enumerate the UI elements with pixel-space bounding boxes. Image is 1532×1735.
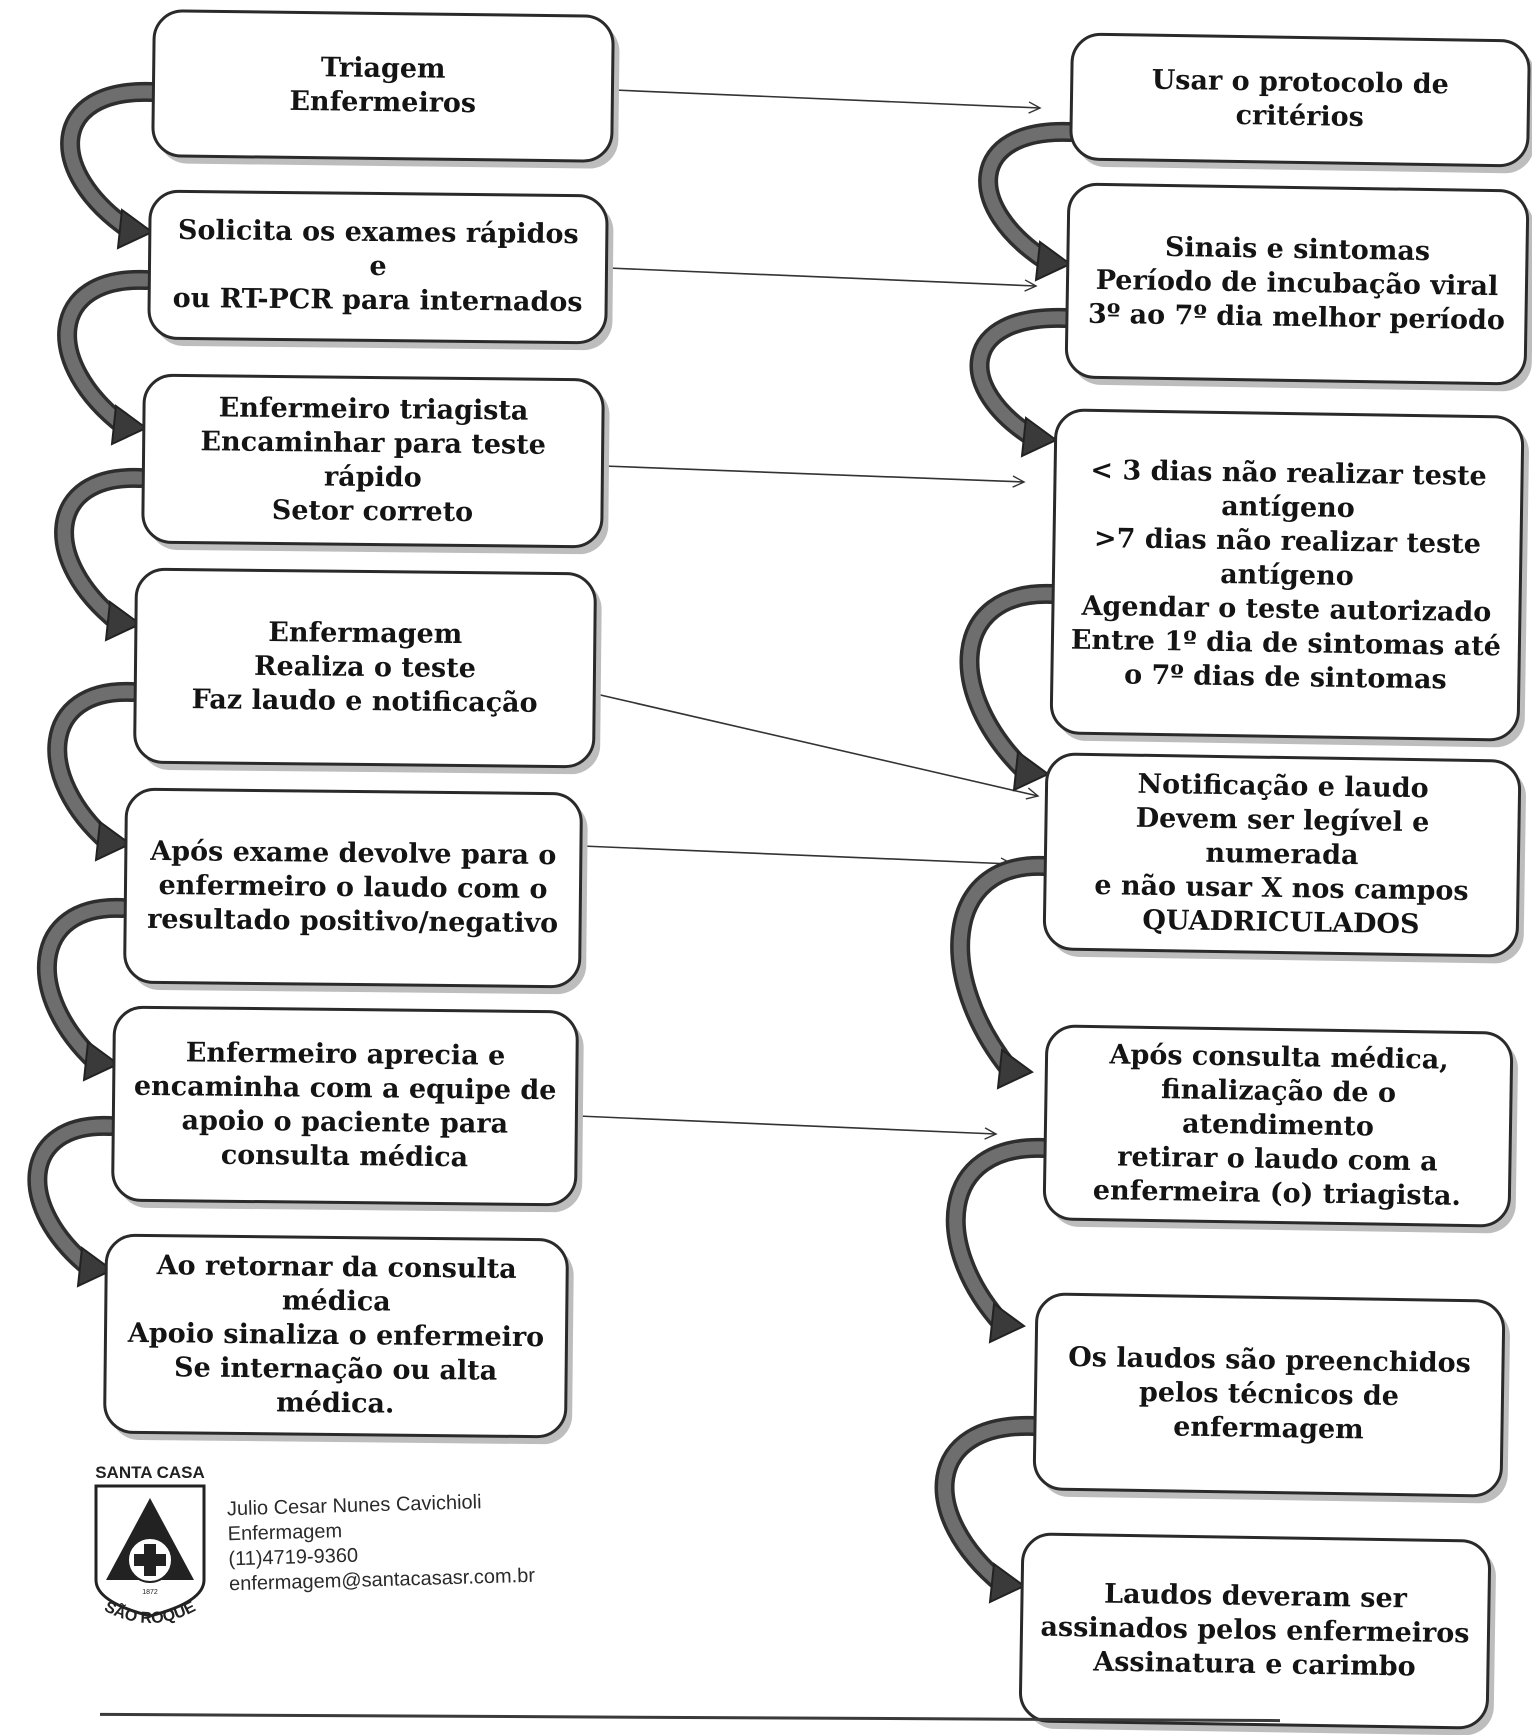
box-line: Realiza o teste: [253, 650, 477, 685]
santa-casa-logo: SANTA CASA 1872 SÃO ROQUE: [94, 1463, 206, 1627]
left-flow-arrow-1: [60, 81, 162, 250]
connector-arrow-1: [613, 89, 1040, 108]
left-flow-arrow-6: [27, 1115, 120, 1288]
left-flow-arrow-3: [54, 467, 150, 642]
box-line: Devem ser legível e numerada: [1135, 802, 1430, 872]
box-line: retirar o laudo com a: [1117, 1141, 1438, 1178]
box-line: Apoio sinaliza o enfermeiro: [127, 1317, 545, 1354]
box-line: Enfermeiro aprecia e: [185, 1037, 506, 1072]
box-line: ou RT-PCR para internados: [172, 282, 583, 319]
connector-arrow-3: [603, 465, 1024, 482]
right-flow-arrow-6: [934, 1415, 1044, 1604]
box-line: resultado positivo/negativo: [146, 903, 559, 940]
right-flow-arrow-1: [978, 121, 1080, 282]
contact-block: Julio Cesar Nunes Cavichioli Enfermagem …: [227, 1487, 610, 1598]
box-line: Triagem: [320, 52, 446, 85]
box-line: encaminha com a equipe de: [133, 1070, 557, 1107]
box-line: Solicita os exames rápidos e: [177, 214, 579, 283]
box-line: Ao retornar da consulta: [156, 1250, 517, 1285]
box-line: Após consulta médica,: [1109, 1039, 1449, 1076]
box-line: < 3 dias não realizar teste: [1090, 454, 1487, 493]
box-line: finalização de o atendimento: [1160, 1074, 1397, 1143]
box-line: Faz laudo e notificação: [191, 684, 538, 719]
connector-arrow-5: [581, 845, 1012, 864]
connector-arrow-6: [577, 1115, 996, 1134]
right-flow-arrow-3: [959, 583, 1062, 792]
box-line: Encaminhar para teste rápido: [200, 426, 547, 494]
right-flow-arrow-5: [945, 1137, 1054, 1344]
box-line: Após exame devolve para o: [150, 835, 557, 872]
box-line: 3º ao 7º dia melhor período: [1087, 298, 1506, 337]
box-line: Sinais e sintomas: [1164, 231, 1431, 268]
box-line: Assinatura e carimbo: [1093, 1646, 1416, 1683]
box-line: >7 dias não realizar teste: [1093, 522, 1482, 561]
left-flow-arrow-4: [47, 681, 142, 862]
connector-arrow-4: [595, 693, 1038, 796]
box-usar-protocolo: Usar o protocolo de critérios: [1069, 32, 1531, 168]
box-line: Se internação ou alta médica.: [173, 1352, 498, 1420]
box-line: antígeno: [1221, 490, 1356, 525]
box-line: Enfermagem: [268, 616, 463, 651]
cross-icon: [134, 1544, 166, 1576]
box-line: médica: [281, 1285, 391, 1318]
box-line: enfermeira (o) triagista.: [1092, 1175, 1462, 1212]
logo-year: 1872: [142, 1589, 158, 1596]
box-line: Notificação e laudo: [1137, 768, 1429, 805]
box-line: Enfermeiros: [289, 85, 477, 120]
box-line: apoio o paciente para: [181, 1105, 509, 1140]
left-flow-arrow-5: [37, 897, 132, 1082]
box-line: Setor correto: [271, 494, 474, 529]
connector-arrow-2: [607, 267, 1036, 286]
logo-top-text: SANTA CASA: [95, 1463, 205, 1482]
box-line: enfermeiro o laudo com o: [158, 869, 548, 906]
box-line: Usar o protocolo de critérios: [1151, 64, 1450, 134]
box-line: Enfermeiro triagista: [218, 392, 529, 427]
box-line: consulta médica: [220, 1139, 469, 1174]
right-flow-arrow-2: [969, 307, 1076, 458]
curved-flow-arrows: [27, 81, 1080, 1604]
box-apos-consulta: Após consulta médica,finalização de o at…: [1042, 1024, 1514, 1228]
horizontal-connectors: [577, 89, 1040, 1134]
left-flow-arrow-2: [57, 269, 156, 446]
box-line: antígeno: [1219, 558, 1354, 593]
box-line: pelos técnicos de enfermagem: [1138, 1376, 1400, 1446]
box-line: QUADRICULADOS: [1142, 904, 1420, 941]
box-line: o 7º dias de sintomas: [1123, 659, 1447, 696]
right-flow-arrow-4: [950, 855, 1054, 1090]
box-line: Laudos deveram ser: [1103, 1578, 1408, 1615]
